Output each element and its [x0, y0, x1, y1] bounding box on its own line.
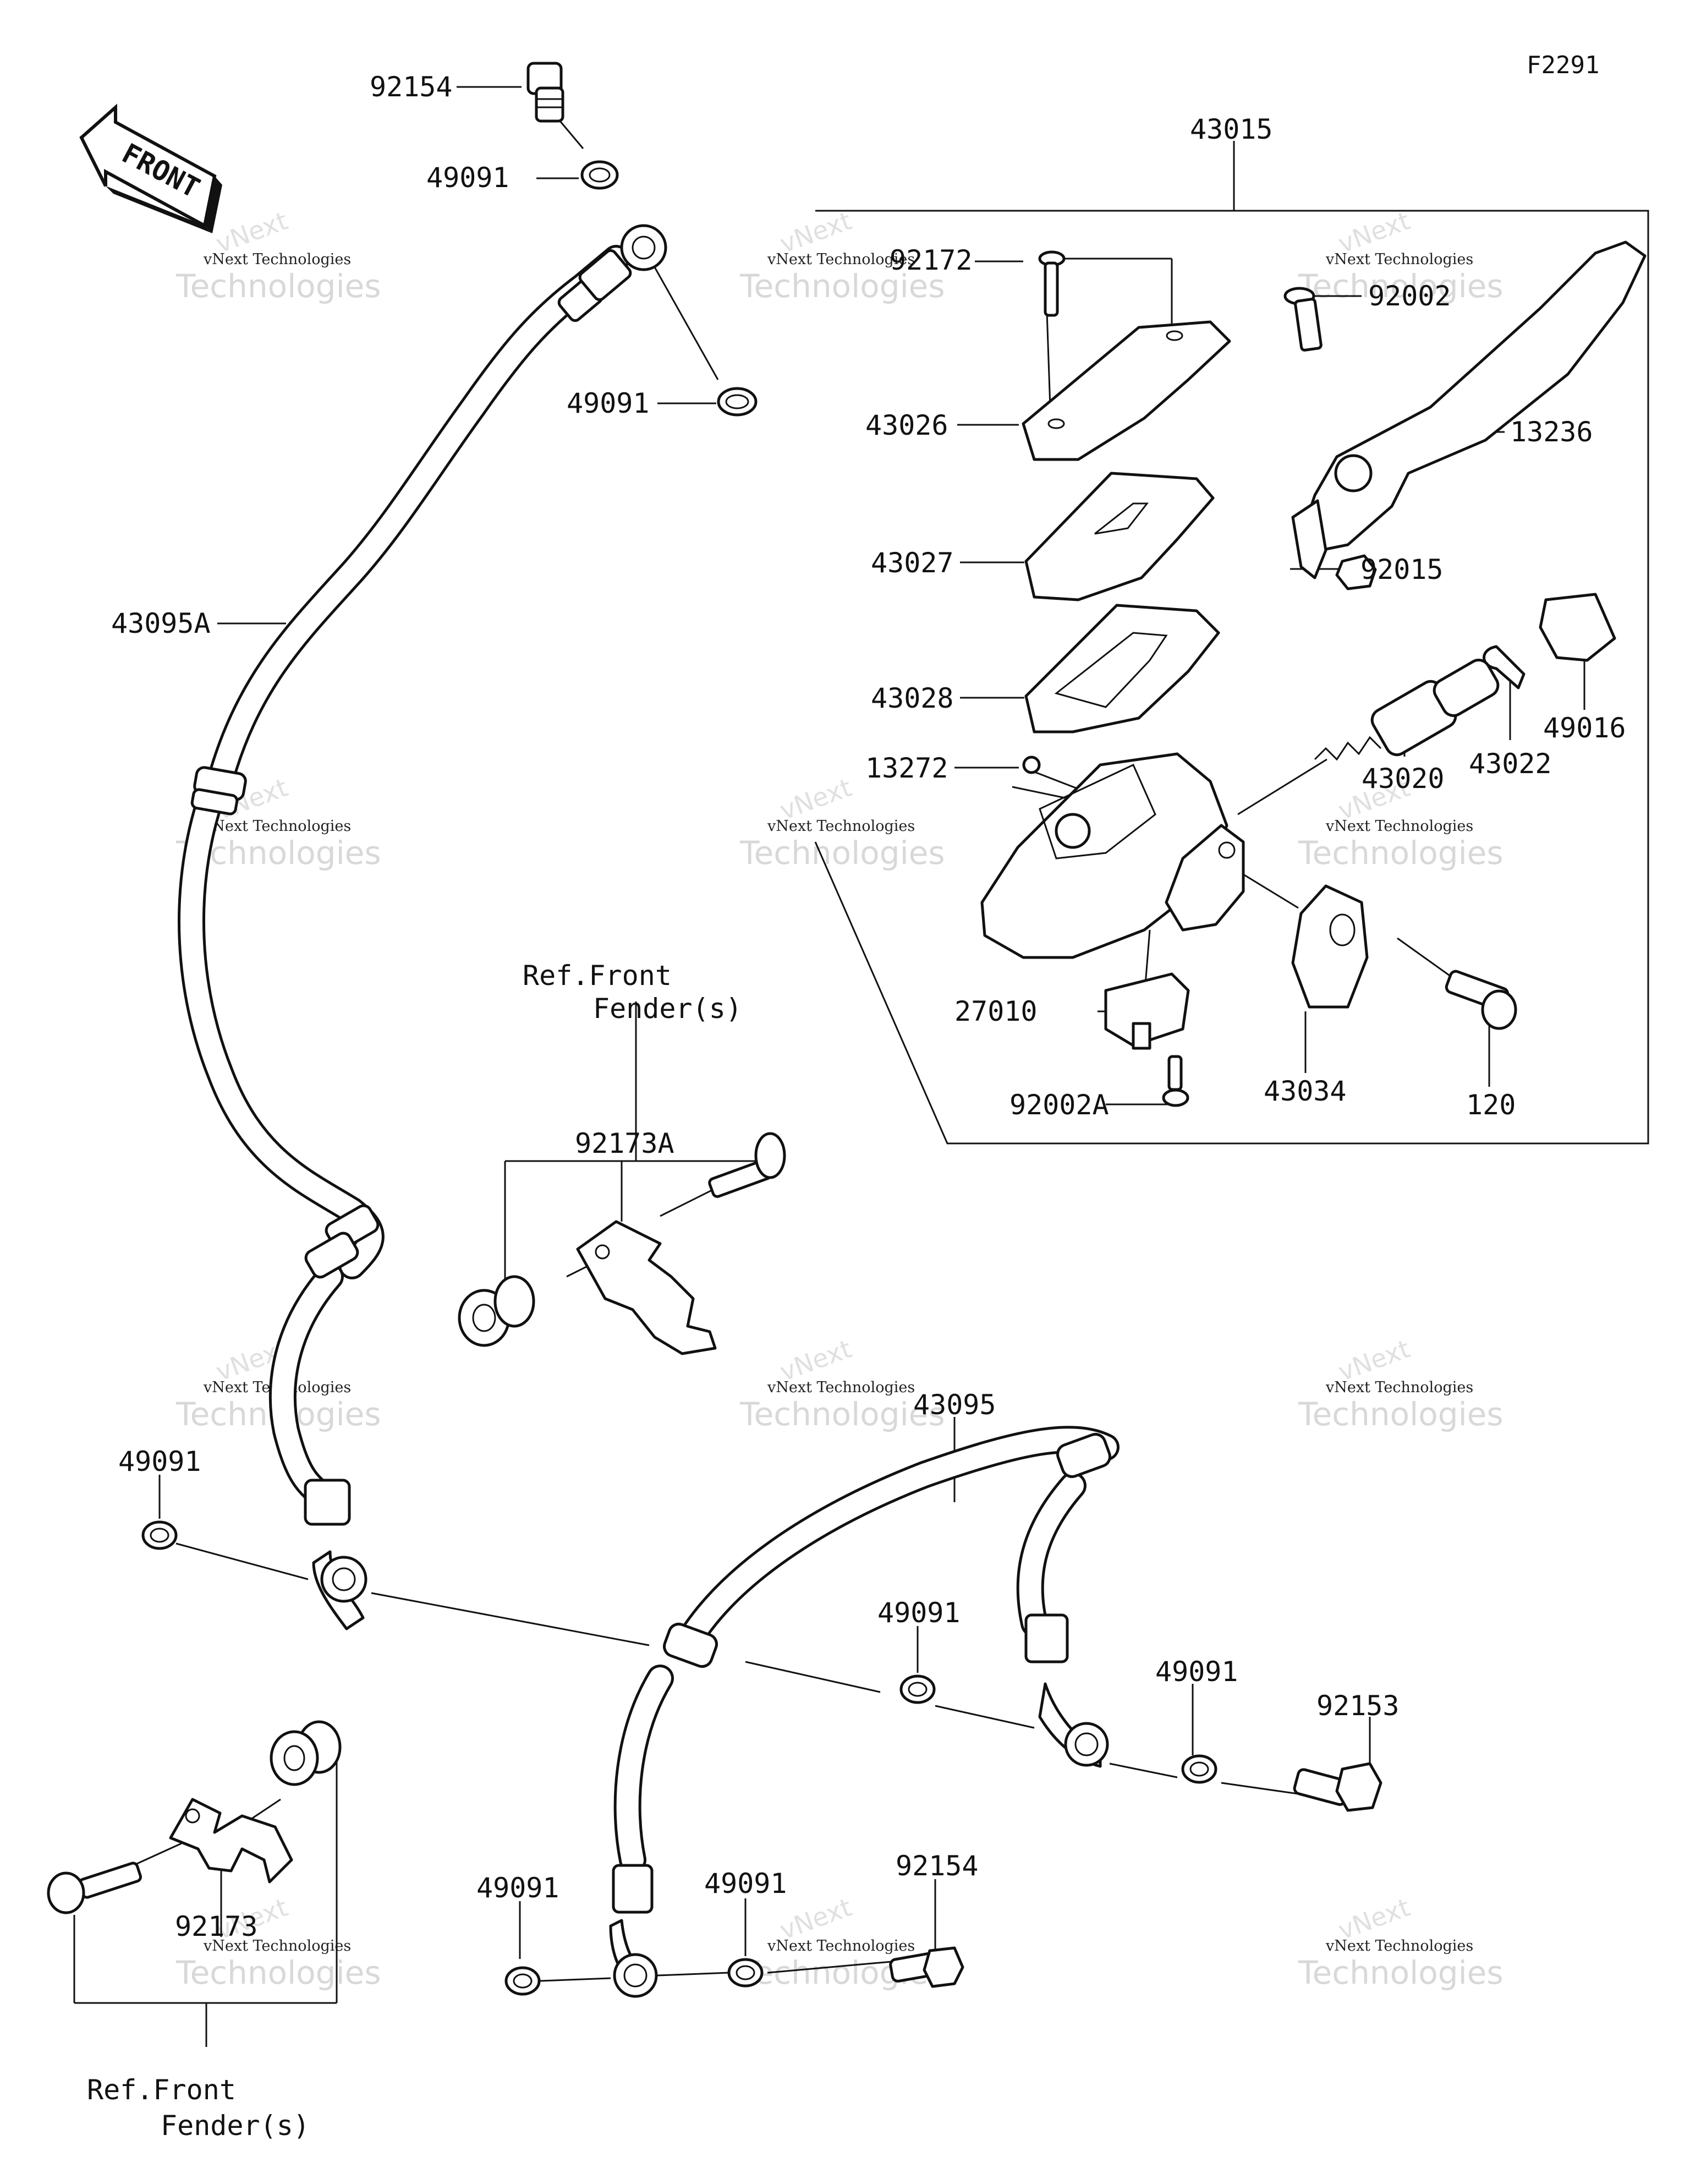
callout-43034: 43034 [1264, 1075, 1347, 1107]
boot-49016 [1539, 593, 1616, 662]
callout-43020: 43020 [1362, 763, 1445, 795]
bolt-120 [1445, 970, 1517, 1030]
master-cylinder-body [980, 752, 1245, 959]
callout-49091: 49091 [476, 1872, 559, 1904]
bolt-92173 [47, 1862, 142, 1914]
callout-92002A: 92002A [1009, 1089, 1109, 1121]
ref-front-fender-upper-line2: Fender(s) [593, 993, 742, 1025]
callout-49091: 49091 [118, 1446, 201, 1477]
watermark-small: vNext Technologies [203, 818, 351, 835]
watermark-large: Technologies [1298, 1954, 1504, 1991]
washer-49091-center [899, 1674, 936, 1704]
callout-49091: 49091 [1155, 1656, 1238, 1688]
callout-43022: 43022 [1469, 748, 1552, 780]
pivot-bolt-92002 [1283, 287, 1323, 352]
callout-43095: 43095 [913, 1389, 996, 1421]
watermark-small: vNext Technologies [767, 1379, 915, 1396]
callout-43026: 43026 [865, 409, 948, 441]
ref-front-fender-upper-line1: Ref.Front [523, 960, 672, 992]
washer-49091-mid [717, 387, 758, 417]
watermark-small: vNext Technologies [767, 1937, 915, 1955]
bolt-92173A [708, 1132, 786, 1198]
watermark-large: Technologies [175, 267, 381, 305]
plate-43027 [1024, 472, 1215, 601]
reservoir-cap-43026 [1022, 320, 1231, 461]
watermark-large: Technologies [175, 1954, 381, 1991]
callout-92015: 92015 [1360, 554, 1444, 585]
assembly-43015-box [814, 210, 1649, 1145]
callout-92002: 92002 [1368, 280, 1451, 312]
watermark-small: vNext Technologies [767, 251, 915, 268]
fitting-13272 [1022, 756, 1041, 774]
watermark-small: vNext Technologies [203, 251, 351, 268]
callout-27010: 27010 [954, 995, 1038, 1027]
clamp-92173 [169, 1798, 293, 1884]
washer-49091-top [580, 160, 619, 190]
watermark-large: Technologies [1298, 1395, 1504, 1433]
callout-43015: 43015 [1190, 113, 1273, 145]
brake-hose-43095 [609, 1426, 1120, 1998]
callout-49091: 49091 [877, 1597, 961, 1629]
watermark-small: vNext Technologies [203, 1937, 351, 1955]
callout-43027: 43027 [871, 547, 954, 579]
callout-92154: 92154 [896, 1850, 979, 1882]
banjo-bolt-92154-bottom [889, 1946, 964, 1988]
watermark-small: vNext Technologies [1325, 818, 1473, 835]
callout-43095A: 43095A [111, 607, 211, 639]
watermark-small: vNext Technologies [767, 818, 915, 835]
watermark-small: vNext Technologies [1325, 1937, 1473, 1955]
callout-43028: 43028 [871, 682, 954, 714]
diaphragm-43028 [1024, 604, 1220, 734]
clamp-43034 [1291, 884, 1369, 1009]
banjo-bolt-92153 [1293, 1762, 1382, 1812]
clamp-92173A [576, 1220, 717, 1355]
nut-92015 [1335, 554, 1377, 590]
screw-92172 [1038, 250, 1066, 317]
callout-49091: 49091 [426, 162, 509, 194]
watermark-large: Technologies [739, 267, 945, 305]
washer-49091-bottom-mid [727, 1958, 764, 1988]
front-arrow-icon: FRONT [79, 103, 222, 233]
callout-49016: 49016 [1543, 712, 1626, 744]
screw-92002A [1162, 1055, 1189, 1107]
washer-49091-left [141, 1520, 178, 1550]
watermark-small: vNext Technologies [1325, 1379, 1473, 1396]
banjo-bolt-92154-top [526, 62, 564, 123]
ref-front-fender-lower-line1: Ref.Front [87, 2074, 236, 2106]
ref-front-fender-lower-line2: Fender(s) [161, 2110, 310, 2142]
piston-43020 [1314, 659, 1500, 761]
callout-labels: 92154 49091 49091 43095A 43015 92172 430… [111, 71, 1626, 1942]
watermark-small: vNext Technologies [1325, 251, 1473, 268]
lever-13236 [1291, 240, 1647, 579]
callout-120: 120 [1466, 1089, 1516, 1121]
callout-92173A: 92173A [575, 1127, 674, 1159]
watermark-large: Technologies [739, 1395, 945, 1433]
callout-13236: 13236 [1510, 416, 1593, 448]
callout-49091: 49091 [567, 387, 650, 419]
diagram-code: F2291 [1527, 51, 1599, 79]
callout-13272: 13272 [865, 752, 948, 784]
callout-92172: 92172 [890, 244, 973, 276]
callout-92154: 92154 [370, 71, 453, 103]
callout-92153: 92153 [1316, 1690, 1400, 1722]
grommet-upper [458, 1275, 535, 1347]
watermark-large: Technologies [1298, 834, 1504, 872]
brake-hose-43095A [177, 224, 667, 1630]
watermark-large: Technologies [739, 834, 945, 872]
watermark-large: Technologies [1298, 267, 1504, 305]
reference-notes: Ref.Front Fender(s) Ref.Front Fender(s) [87, 960, 742, 2142]
washer-49091-right [1181, 1754, 1217, 1784]
grommet-lower [270, 1720, 342, 1786]
switch-27010 [1104, 972, 1190, 1050]
washer-49091-bottom-left [504, 1966, 541, 1996]
callout-92173: 92173 [175, 1911, 258, 1942]
callout-49091: 49091 [704, 1868, 787, 1900]
